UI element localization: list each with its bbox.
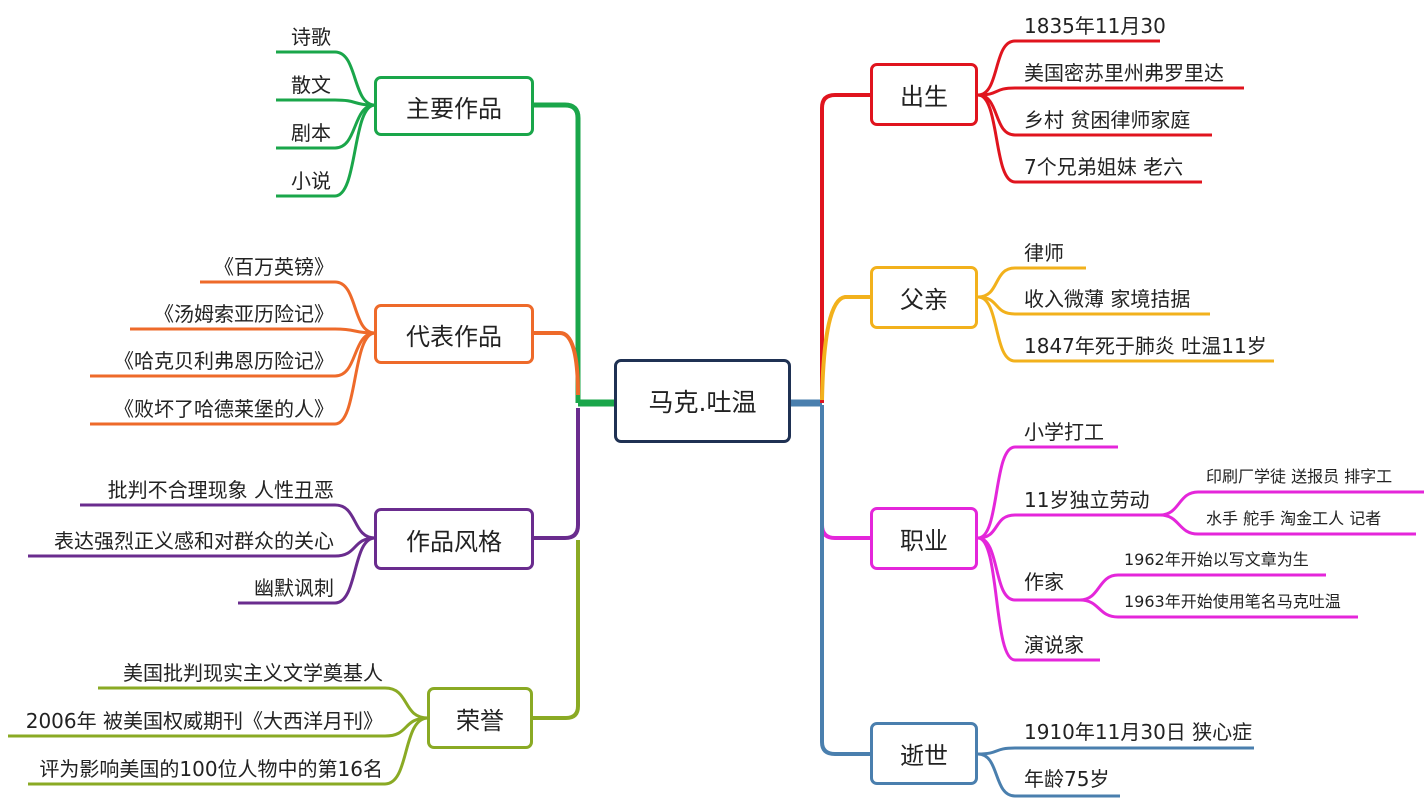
node-main-works[interactable]: 主要作品 bbox=[374, 76, 534, 136]
leaves-death bbox=[977, 746, 1254, 798]
link-father bbox=[820, 295, 871, 401]
node-style[interactable]: 作品风格 bbox=[374, 508, 534, 570]
link-career bbox=[820, 405, 871, 540]
leaf-birth[interactable]: 乡村 贫困律师家庭 bbox=[1024, 108, 1191, 132]
leaf-career-writer[interactable]: 1962年开始以写文章为生 bbox=[1124, 550, 1309, 569]
leaf-career-writer[interactable]: 1963年开始使用笔名马克吐温 bbox=[1124, 592, 1341, 611]
leaf-career[interactable]: 演说家 bbox=[1024, 633, 1084, 657]
leaf-death[interactable]: 年龄75岁 bbox=[1024, 767, 1110, 791]
leaf-main-works[interactable]: 剧本 bbox=[291, 121, 331, 145]
node-birth[interactable]: 出生 bbox=[870, 63, 978, 126]
leaf-honor[interactable]: 评为影响美国的100位人物中的第16名 bbox=[39, 757, 383, 781]
leaf-career[interactable]: 小学打工 bbox=[1024, 420, 1104, 444]
link-death bbox=[820, 405, 871, 756]
leaf-father[interactable]: 收入微薄 家境拮据 bbox=[1024, 287, 1191, 311]
leaf-style[interactable]: 表达强烈正义感和对群众的关心 bbox=[54, 529, 334, 553]
leaves-representative bbox=[90, 280, 376, 426]
leaf-birth[interactable]: 7个兄弟姐妹 老六 bbox=[1024, 155, 1184, 179]
leaf-honor[interactable]: 2006年 被美国权威期刊《大西洋月刊》 bbox=[25, 709, 383, 733]
link-style bbox=[533, 408, 580, 540]
leaf-honor[interactable]: 美国批判现实主义文学奠基人 bbox=[123, 661, 383, 685]
leaf-representative[interactable]: 《败坏了哈德莱堡的人》 bbox=[114, 397, 334, 421]
link-birth bbox=[820, 93, 871, 403]
leaf-birth[interactable]: 1835年11月30 bbox=[1024, 14, 1166, 38]
node-representative[interactable]: 代表作品 bbox=[374, 304, 534, 364]
link-honor bbox=[533, 540, 580, 720]
node-honor[interactable]: 荣誉 bbox=[427, 687, 533, 749]
leaves-style bbox=[28, 503, 376, 605]
leaf-career-labor[interactable]: 水手 舵手 淘金工人 记者 bbox=[1206, 509, 1382, 528]
leaf-career-labor[interactable]: 印刷厂学徒 送报员 排字工 bbox=[1206, 467, 1393, 486]
leaves-career bbox=[977, 445, 1424, 662]
link-main-works bbox=[533, 102, 581, 403]
node-death[interactable]: 逝世 bbox=[870, 722, 978, 785]
leaves-father bbox=[977, 266, 1274, 363]
leaf-representative[interactable]: 《汤姆索亚历险记》 bbox=[154, 302, 334, 326]
leaves-main-works bbox=[276, 50, 376, 198]
leaf-main-works[interactable]: 诗歌 bbox=[291, 25, 331, 49]
leaf-career[interactable]: 作家 bbox=[1024, 570, 1064, 594]
node-career[interactable]: 职业 bbox=[870, 507, 978, 570]
leaf-representative[interactable]: 《哈克贝利弗恩历险记》 bbox=[114, 349, 334, 373]
central-topic[interactable]: 马克.吐温 bbox=[614, 359, 791, 443]
leaf-birth[interactable]: 美国密苏里州弗罗里达 bbox=[1024, 61, 1224, 85]
leaf-style[interactable]: 幽默讽刺 bbox=[254, 576, 334, 600]
leaf-representative[interactable]: 《百万英镑》 bbox=[214, 255, 334, 279]
leaf-main-works[interactable]: 小说 bbox=[291, 169, 331, 193]
leaf-career[interactable]: 11岁独立劳动 bbox=[1024, 488, 1150, 512]
leaf-father[interactable]: 律师 bbox=[1024, 241, 1064, 265]
leaf-death[interactable]: 1910年11月30日 狭心症 bbox=[1024, 720, 1253, 744]
leaf-style[interactable]: 批判不合理现象 人性丑恶 bbox=[107, 478, 334, 502]
leaf-father[interactable]: 1847年死于肺炎 吐温11岁 bbox=[1024, 334, 1267, 358]
node-father[interactable]: 父亲 bbox=[870, 266, 978, 329]
link-representative bbox=[533, 331, 580, 396]
leaves-honor bbox=[8, 686, 429, 786]
leaf-main-works[interactable]: 散文 bbox=[291, 73, 331, 97]
leaves-birth bbox=[977, 39, 1244, 184]
